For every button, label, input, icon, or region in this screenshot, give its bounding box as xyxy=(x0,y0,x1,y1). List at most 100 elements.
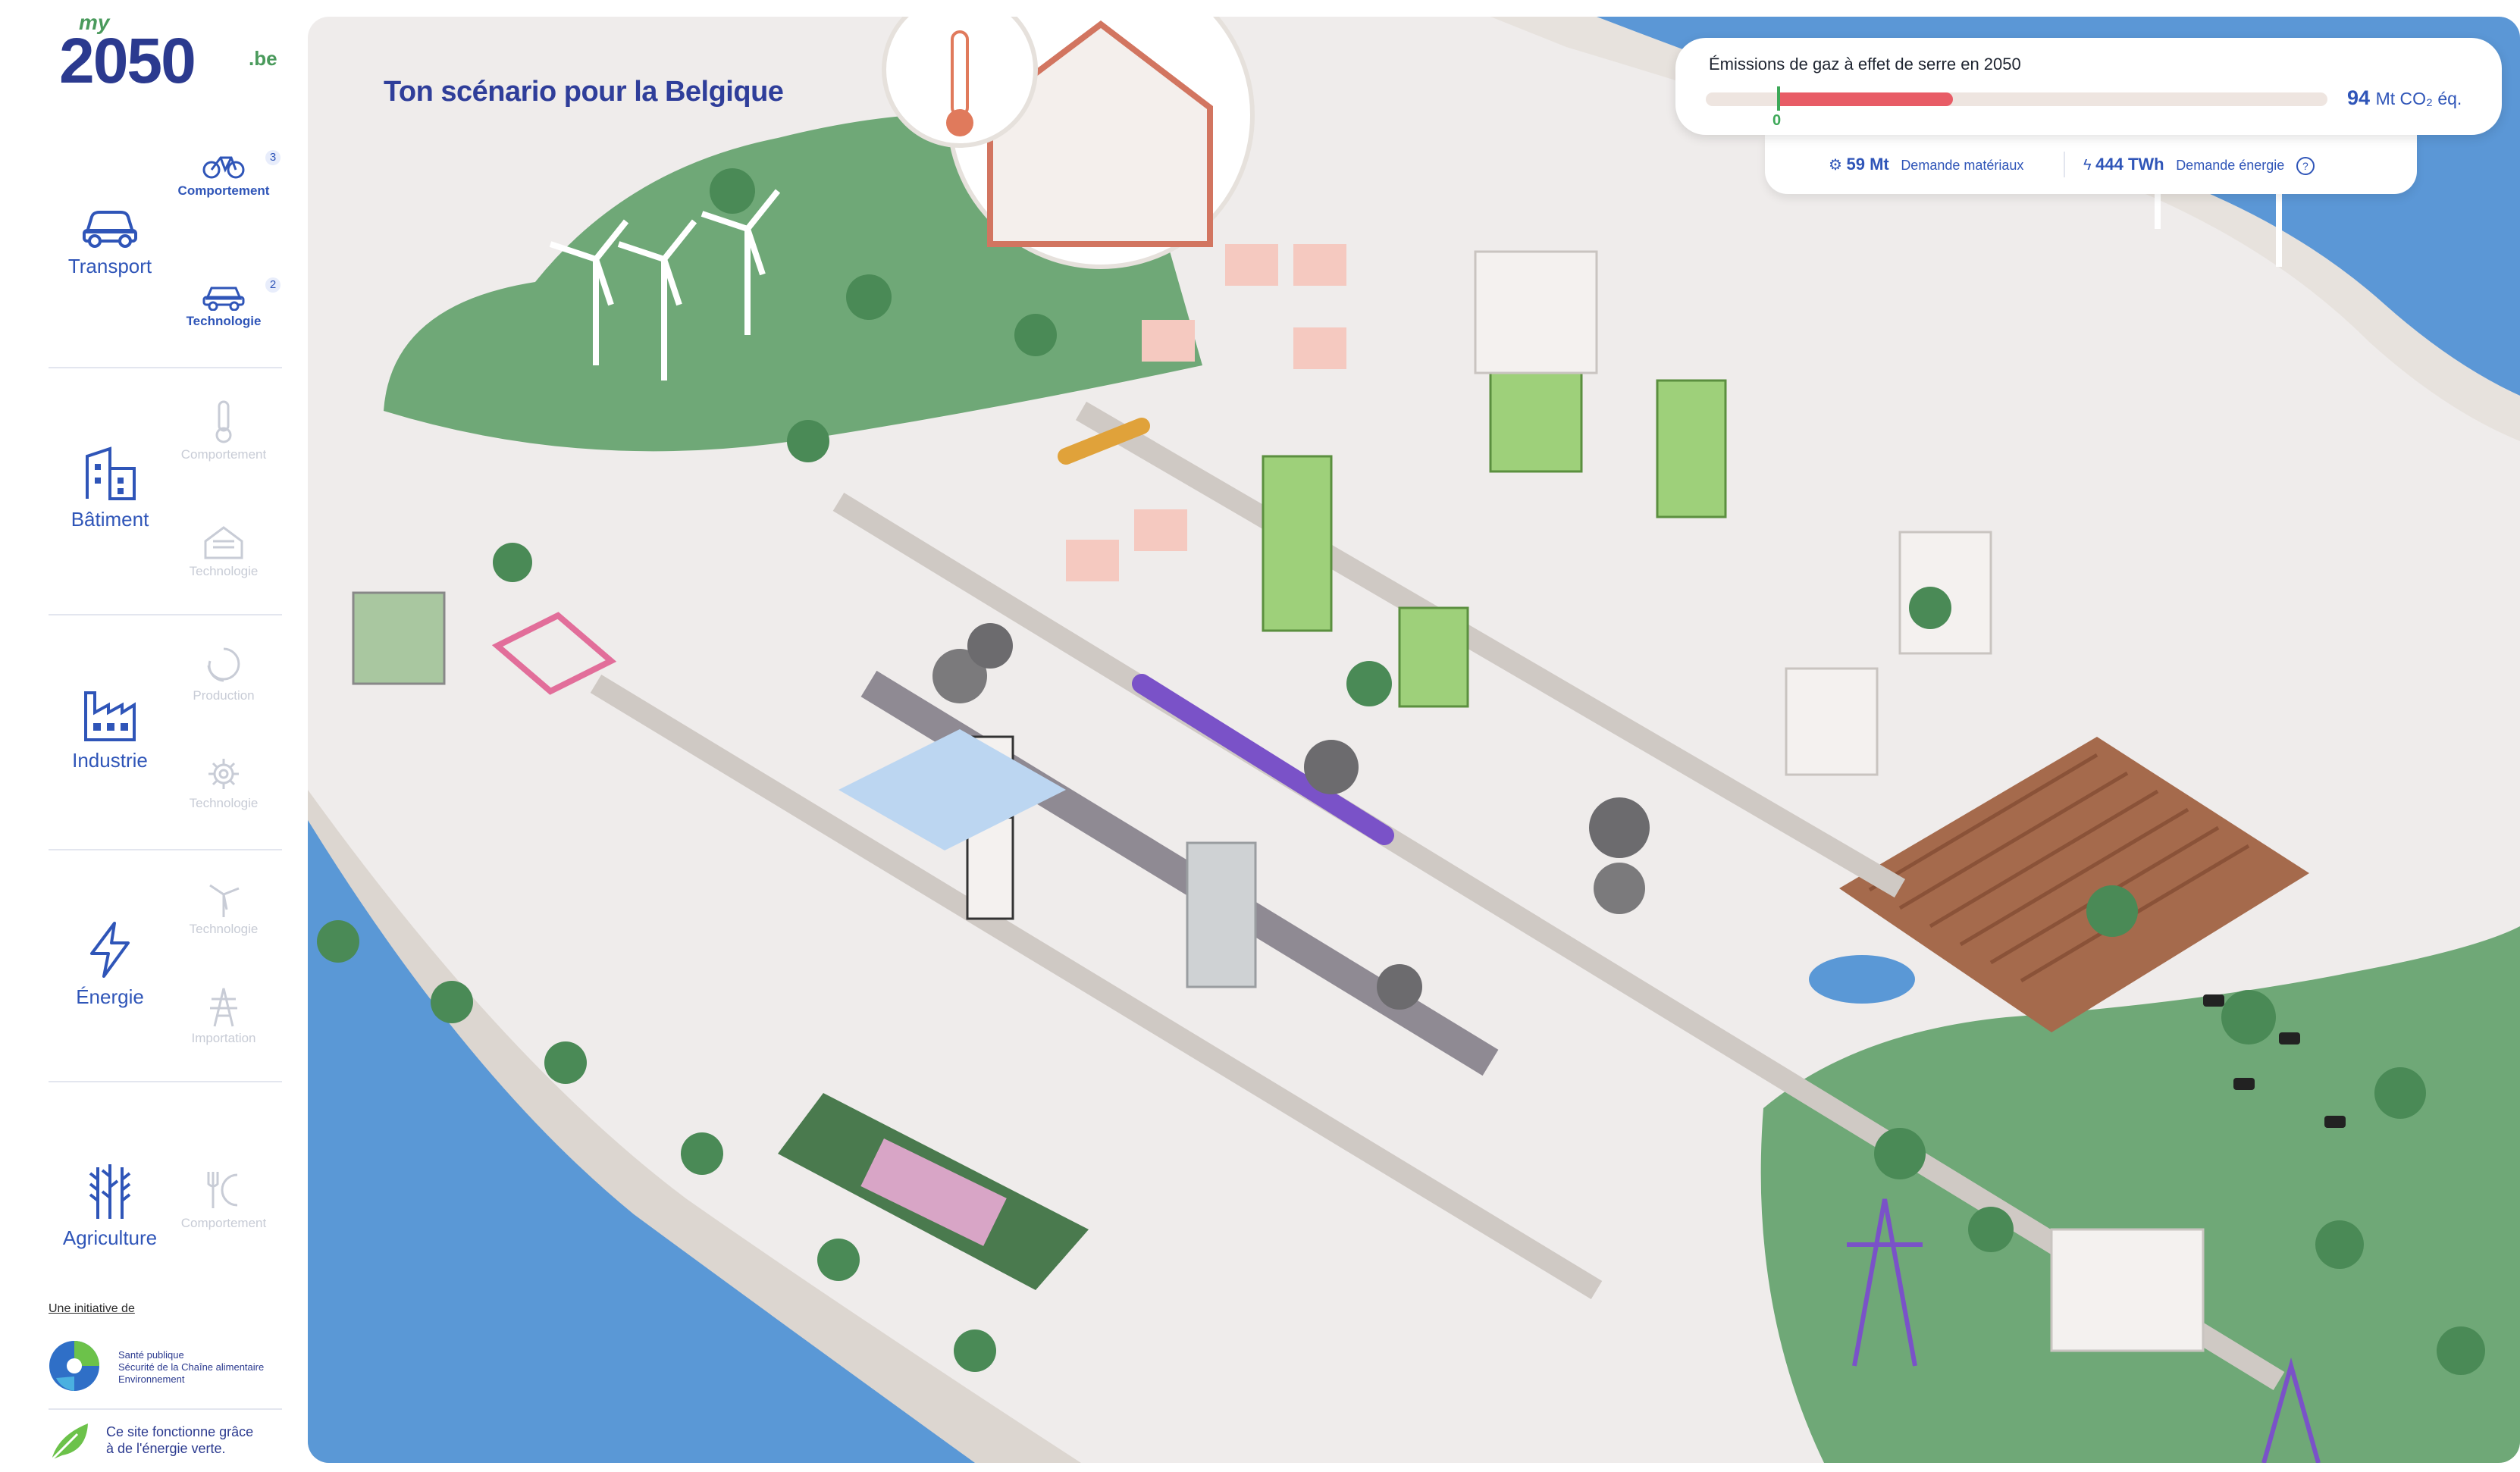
initiative-label: Une initiative de xyxy=(49,1302,135,1315)
park-south xyxy=(1760,926,2520,1463)
scenario-map[interactable]: Ton scénario pour la Belgique xyxy=(308,17,2520,1463)
white-building xyxy=(2050,1228,2205,1352)
white-building xyxy=(1785,667,1879,776)
sub-label: Comportement xyxy=(180,1216,267,1230)
materials-value: 59 Mt xyxy=(1846,155,1889,174)
sub-transport-technologie[interactable]: 2 Technologie xyxy=(159,277,288,328)
category-energie[interactable]: Énergie xyxy=(30,920,190,1009)
category-agriculture[interactable]: Agriculture xyxy=(30,1160,190,1250)
sub-industrie-technologie[interactable]: Technologie xyxy=(159,755,288,810)
emissions-unit: Mt CO₂ éq. xyxy=(2375,89,2462,108)
category-label: Bâtiment xyxy=(71,508,149,531)
materials-demand[interactable]: ⚙ 59 Mt Demande matériaux xyxy=(1829,155,2023,174)
thermometer-icon xyxy=(215,400,232,443)
farmland xyxy=(1839,737,2309,1032)
partner-line: Environnement xyxy=(118,1373,185,1385)
wind-turbine xyxy=(617,219,697,381)
lightning-icon xyxy=(90,922,130,978)
wind-turbine-icon xyxy=(209,884,240,917)
wheat-icon xyxy=(89,1164,131,1219)
energy-demand[interactable]: ϟ 444 TWh Demande énergie ? xyxy=(2083,155,2315,175)
warehouse-zone xyxy=(838,729,1066,850)
sub-label: Importation xyxy=(191,1031,256,1045)
house xyxy=(1134,509,1187,551)
sub-industrie-production[interactable]: Production xyxy=(159,644,288,703)
divider xyxy=(49,614,282,615)
white-building xyxy=(1898,531,1992,655)
divider xyxy=(49,1408,282,1410)
sub-transport-comportement[interactable]: 3 Comportement xyxy=(159,150,288,198)
sub-label: Technologie xyxy=(186,314,262,328)
trees xyxy=(317,168,2485,1375)
emissions-bar xyxy=(1706,92,2327,106)
thermometer-bulb xyxy=(946,109,973,136)
sub-badge: 2 xyxy=(265,277,281,293)
logo-my: my xyxy=(79,11,110,34)
info-icon[interactable]: ? xyxy=(2296,157,2315,175)
sub-batiment-comportement[interactable]: Comportement xyxy=(159,399,288,462)
sub-label: Comportement xyxy=(177,183,270,198)
partner-line: Sécurité de la Chaîne alimentaire xyxy=(118,1361,265,1373)
green-energy-note: Ce site fonctionne grâce à de l'énergie … xyxy=(106,1423,253,1457)
car-icon xyxy=(83,211,137,248)
materials-label: Demande matériaux xyxy=(1901,158,2024,173)
sub-energie-importation[interactable]: Importation xyxy=(159,985,288,1045)
partner-line: Santé publique xyxy=(118,1349,184,1361)
green-building xyxy=(1398,606,1469,708)
category-industrie[interactable]: Industrie xyxy=(30,687,190,772)
page-title: Ton scénario pour la Belgique xyxy=(384,76,784,108)
smoke xyxy=(932,649,987,703)
train xyxy=(1132,674,1394,845)
wind-turbine xyxy=(701,189,781,335)
category-label: Énergie xyxy=(76,985,144,1008)
sub-label: Production xyxy=(193,688,255,703)
energy-value: 444 TWh xyxy=(2095,155,2164,174)
green-tower xyxy=(1262,455,1333,632)
category-batiment[interactable]: Bâtiment xyxy=(30,446,190,531)
my2050-logo[interactable]: my 2050 .be xyxy=(59,11,279,96)
factory-icon xyxy=(84,691,136,741)
materials-icon: ⚙ xyxy=(1829,157,1847,174)
ship-containers xyxy=(860,1138,1007,1246)
energy-label: Demande énergie xyxy=(2176,158,2285,173)
emissions-title: Émissions de gaz à effet de serre en 205… xyxy=(1709,55,2021,74)
category-label: Transport xyxy=(67,255,152,277)
emissions-value: 94 Mt CO₂ éq. xyxy=(2347,86,2462,110)
electric-car-icon xyxy=(202,287,245,311)
canal xyxy=(308,820,975,1463)
house xyxy=(1293,327,1346,369)
cutlery-moon-icon xyxy=(207,1172,238,1208)
pylon-icon xyxy=(210,988,237,1027)
smoke xyxy=(1304,740,1359,794)
smoke xyxy=(1377,964,1422,1010)
wind-turbine xyxy=(549,219,629,365)
divider xyxy=(49,1081,282,1082)
spf-sante-logo[interactable] xyxy=(47,1339,102,1393)
tram xyxy=(1058,418,1150,465)
divider xyxy=(2064,152,2065,177)
sub-agriculture-comportement[interactable]: Comportement xyxy=(159,1167,288,1230)
green-note-line: à de l'énergie verte. xyxy=(106,1441,226,1456)
sidebar: my 2050 .be Transport 3 Comportement 2 T… xyxy=(0,0,299,1472)
containers xyxy=(352,591,446,685)
building-icon xyxy=(86,446,136,500)
green-note-line: Ce site fonctionne grâce xyxy=(106,1424,254,1439)
zero-marker xyxy=(1777,86,1780,111)
divider xyxy=(49,367,282,368)
sub-label: Technologie xyxy=(189,564,259,578)
sub-energie-technologie[interactable]: Technologie xyxy=(159,878,288,936)
power-pylon xyxy=(1847,1198,1923,1367)
emissions-panel[interactable]: Émissions de gaz à effet de serre en 205… xyxy=(1675,38,2502,135)
smoke xyxy=(1594,863,1645,914)
power-pylon xyxy=(2261,1357,2321,1463)
emissions-number: 94 xyxy=(2347,86,2371,109)
green-building xyxy=(1656,379,1727,518)
roads xyxy=(590,401,2285,1390)
sub-batiment-technologie[interactable]: Technologie xyxy=(159,523,288,578)
smoke xyxy=(1589,797,1650,858)
category-transport[interactable]: Transport xyxy=(30,203,190,278)
bicycle-icon xyxy=(202,156,245,179)
pond xyxy=(1809,955,1915,1004)
demand-panel: ⚙ 59 Mt Demande matériaux ϟ 444 TWh Dema… xyxy=(1765,135,2417,194)
house xyxy=(1225,244,1278,286)
